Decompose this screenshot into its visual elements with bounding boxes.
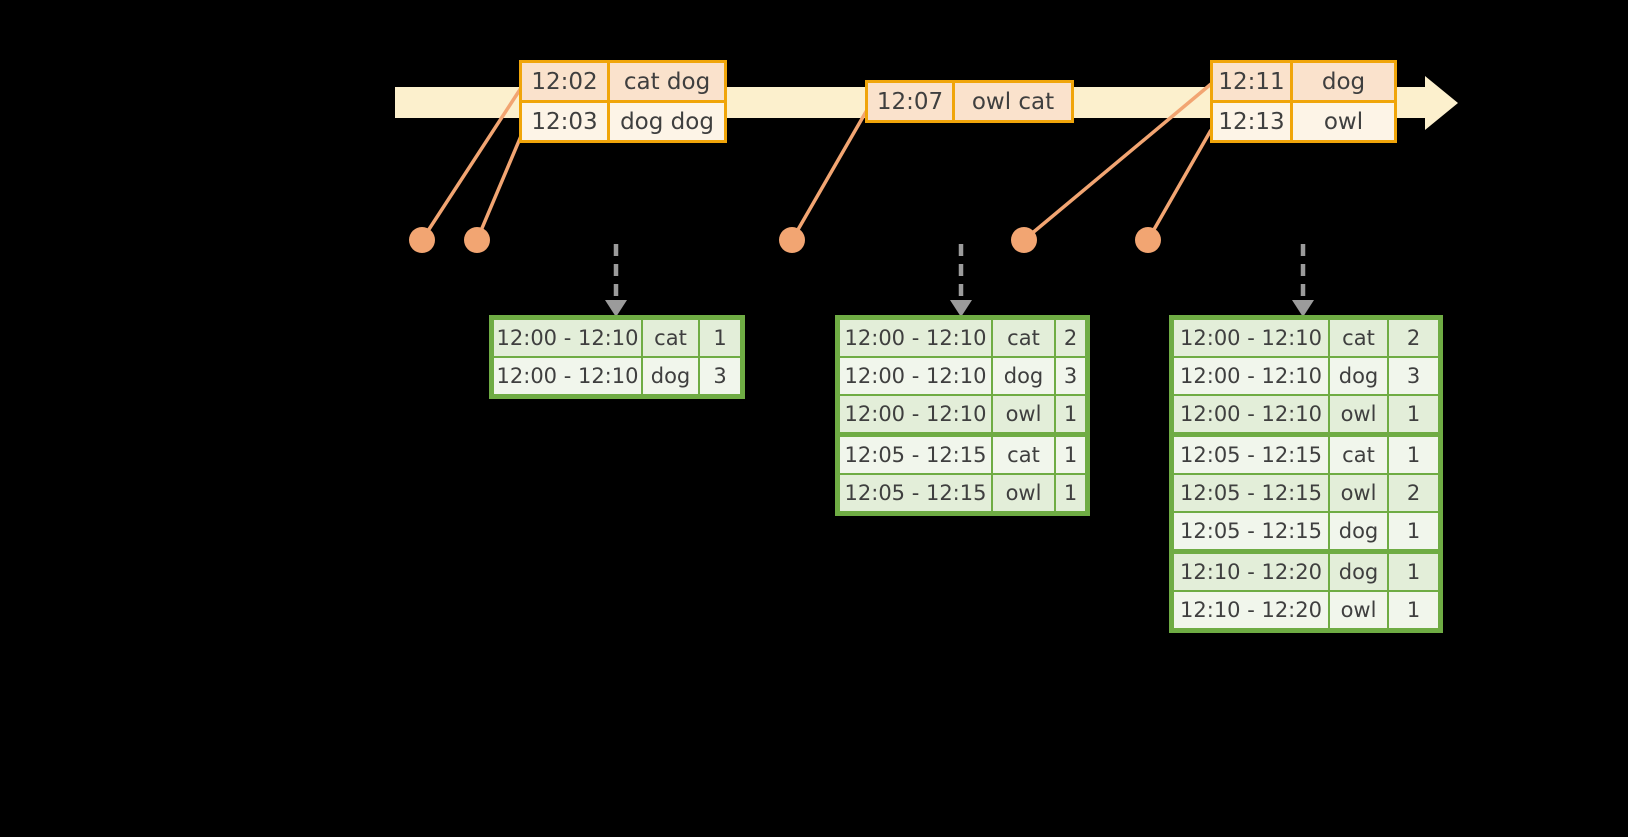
table-row: 12:00 - 12:10 cat 2 (1174, 320, 1438, 356)
event-dot (464, 227, 490, 253)
word-cell: dog (1330, 513, 1387, 549)
count-cell: 1 (1056, 396, 1085, 432)
table-row: 12:00 - 12:10 dog 3 (1174, 358, 1438, 394)
word-cell: owl (1330, 592, 1387, 628)
event-row: 12:02 cat dog (522, 63, 724, 100)
window-cell: 12:05 - 12:15 (840, 475, 991, 511)
count-cell: 1 (1389, 513, 1438, 549)
event-connector-line (790, 109, 869, 241)
word-cell: cat (993, 320, 1054, 356)
word-cell: dog (993, 358, 1054, 394)
window-cell: 12:10 - 12:20 (1174, 592, 1328, 628)
count-cell: 1 (1389, 554, 1438, 590)
event-row: 12:07 owl cat (868, 83, 1071, 120)
event-words-cell: owl (1293, 103, 1394, 140)
event-dot (409, 227, 435, 253)
table-row: 12:05 - 12:15 owl 2 (1174, 475, 1438, 511)
event-dot (779, 227, 805, 253)
window-cell: 12:05 - 12:15 (1174, 437, 1328, 473)
window-cell: 12:00 - 12:10 (494, 358, 641, 394)
event-words-cell: owl cat (955, 83, 1071, 120)
table-row: 12:10 - 12:20 owl 1 (1174, 592, 1438, 628)
window-cell: 12:00 - 12:10 (1174, 396, 1328, 432)
word-cell: dog (643, 358, 698, 394)
count-cell: 2 (1389, 475, 1438, 511)
result-table-2: 12:00 - 12:10 cat 2 12:00 - 12:10 dog 3 … (835, 315, 1090, 516)
event-row: 12:03 dog dog (522, 103, 724, 140)
event-dot (1135, 227, 1161, 253)
word-cell: owl (1330, 475, 1387, 511)
count-cell: 1 (1389, 437, 1438, 473)
event-time-cell: 12:07 (868, 83, 952, 120)
window-cell: 12:05 - 12:15 (1174, 513, 1328, 549)
window-cell: 12:00 - 12:10 (840, 396, 991, 432)
table-row: 12:00 - 12:10 owl 1 (1174, 396, 1438, 432)
event-table-3: 12:11 dog 12:13 owl (1210, 60, 1397, 143)
count-cell: 2 (1056, 320, 1085, 356)
word-cell: cat (993, 437, 1054, 473)
table-row: 12:00 - 12:10 dog 3 (840, 358, 1085, 394)
window-cell: 12:10 - 12:20 (1174, 554, 1328, 590)
word-cell: cat (1330, 437, 1387, 473)
table-row: 12:05 - 12:15 cat 1 (840, 437, 1085, 473)
event-connector-line (475, 135, 523, 241)
event-time-cell: 12:13 (1213, 103, 1290, 140)
table-row: 12:10 - 12:20 dog 1 (1174, 554, 1438, 590)
timeline-arrowhead-icon (1425, 76, 1458, 130)
event-time-cell: 12:02 (522, 63, 607, 100)
event-time-cell: 12:03 (522, 103, 607, 140)
table-row: 12:00 - 12:10 cat 2 (840, 320, 1085, 356)
table-row: 12:05 - 12:15 cat 1 (1174, 437, 1438, 473)
count-cell: 1 (1389, 592, 1438, 628)
event-words-cell: cat dog (610, 63, 724, 100)
count-cell: 3 (700, 358, 740, 394)
word-cell: owl (993, 396, 1054, 432)
table-row: 12:05 - 12:15 dog 1 (1174, 513, 1438, 549)
count-cell: 1 (1389, 396, 1438, 432)
word-cell: cat (1330, 320, 1387, 356)
result-table-1: 12:00 - 12:10 cat 1 12:00 - 12:10 dog 3 (489, 315, 745, 399)
table-row: 12:05 - 12:15 owl 1 (840, 475, 1085, 511)
count-cell: 3 (1389, 358, 1438, 394)
word-cell: owl (993, 475, 1054, 511)
event-time-cell: 12:11 (1213, 63, 1290, 100)
event-words-cell: dog (1293, 63, 1394, 100)
event-row: 12:13 owl (1213, 103, 1394, 140)
window-cell: 12:05 - 12:15 (840, 437, 991, 473)
table-row: 12:00 - 12:10 cat 1 (494, 320, 740, 356)
count-cell: 3 (1056, 358, 1085, 394)
count-cell: 1 (1056, 475, 1085, 511)
event-table-2: 12:07 owl cat (865, 80, 1074, 123)
word-cell: cat (643, 320, 698, 356)
result-table-3: 12:00 - 12:10 cat 2 12:00 - 12:10 dog 3 … (1169, 315, 1443, 633)
window-cell: 12:00 - 12:10 (1174, 320, 1328, 356)
table-row: 12:00 - 12:10 owl 1 (840, 396, 1085, 432)
count-cell: 1 (700, 320, 740, 356)
word-cell: dog (1330, 554, 1387, 590)
word-cell: owl (1330, 396, 1387, 432)
trigger-arrows (613, 244, 1306, 300)
event-dots (409, 227, 1161, 253)
event-row: 12:11 dog (1213, 63, 1394, 100)
table-row: 12:00 - 12:10 dog 3 (494, 358, 740, 394)
event-table-1: 12:02 cat dog 12:03 dog dog (519, 60, 727, 143)
count-cell: 1 (1056, 437, 1085, 473)
window-cell: 12:00 - 12:10 (494, 320, 641, 356)
event-words-cell: dog dog (610, 103, 724, 140)
window-cell: 12:00 - 12:10 (1174, 358, 1328, 394)
window-cell: 12:00 - 12:10 (840, 358, 991, 394)
window-cell: 12:05 - 12:15 (1174, 475, 1328, 511)
count-cell: 2 (1389, 320, 1438, 356)
event-connector-line (1146, 129, 1213, 241)
word-cell: dog (1330, 358, 1387, 394)
window-cell: 12:00 - 12:10 (840, 320, 991, 356)
event-dot (1011, 227, 1037, 253)
